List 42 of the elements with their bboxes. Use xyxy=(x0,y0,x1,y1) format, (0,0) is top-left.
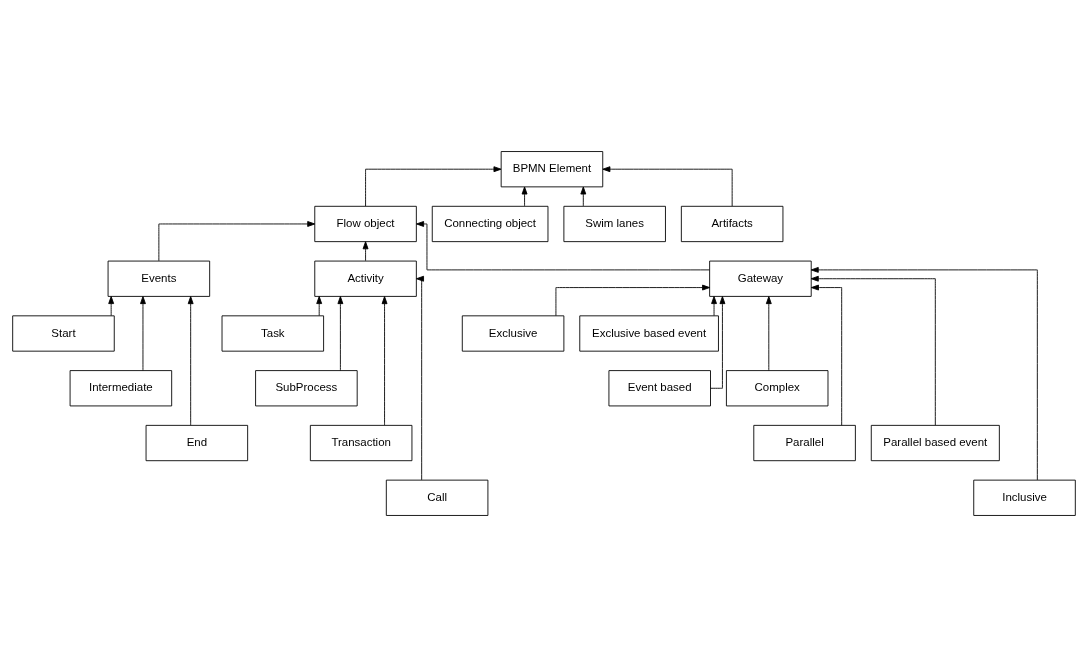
node-box: Exclusive based event xyxy=(579,314,719,352)
node-box: Gateway xyxy=(709,260,812,297)
arrow xyxy=(521,186,528,206)
arrow xyxy=(416,220,710,270)
arrow xyxy=(810,275,936,426)
arrow xyxy=(362,240,369,261)
node-box: Parallel xyxy=(753,424,856,461)
node-box: Parallel based event xyxy=(870,424,1000,461)
arrow xyxy=(602,165,733,206)
node-box: SubProcess xyxy=(255,369,358,406)
arrow xyxy=(765,295,772,371)
arrow xyxy=(711,295,717,316)
node-box: Flow object xyxy=(314,205,417,242)
arrow xyxy=(555,284,711,316)
arrow xyxy=(140,295,146,371)
node-box: Transaction xyxy=(309,424,413,461)
node-box: Artifacts xyxy=(680,205,784,242)
node-box: Start xyxy=(12,314,115,352)
node-box: Swim lanes xyxy=(563,205,666,242)
node-box: Inclusive xyxy=(973,479,1076,516)
arrow xyxy=(337,295,344,371)
arrow xyxy=(108,295,115,316)
node-box: Complex xyxy=(725,369,829,406)
arrow xyxy=(158,220,316,261)
arrow xyxy=(187,295,194,426)
node-box: Intermediate xyxy=(69,369,173,406)
arrow xyxy=(381,295,388,426)
node-box: Event based xyxy=(608,369,711,406)
arrow xyxy=(810,266,1038,480)
node-box: Activity xyxy=(314,260,417,297)
node-box: Call xyxy=(385,479,489,516)
node-box: End xyxy=(145,424,249,461)
arrow xyxy=(580,186,587,206)
arrow xyxy=(365,165,502,206)
arrow xyxy=(416,275,424,480)
node-box: Exclusive xyxy=(461,314,565,352)
node-box: BPMN Element xyxy=(500,150,604,187)
node-box: Task xyxy=(221,314,325,352)
arrow xyxy=(316,295,323,316)
node-box: Events xyxy=(107,260,211,297)
node-box: Connecting object xyxy=(431,205,549,242)
arrow xyxy=(810,284,843,426)
